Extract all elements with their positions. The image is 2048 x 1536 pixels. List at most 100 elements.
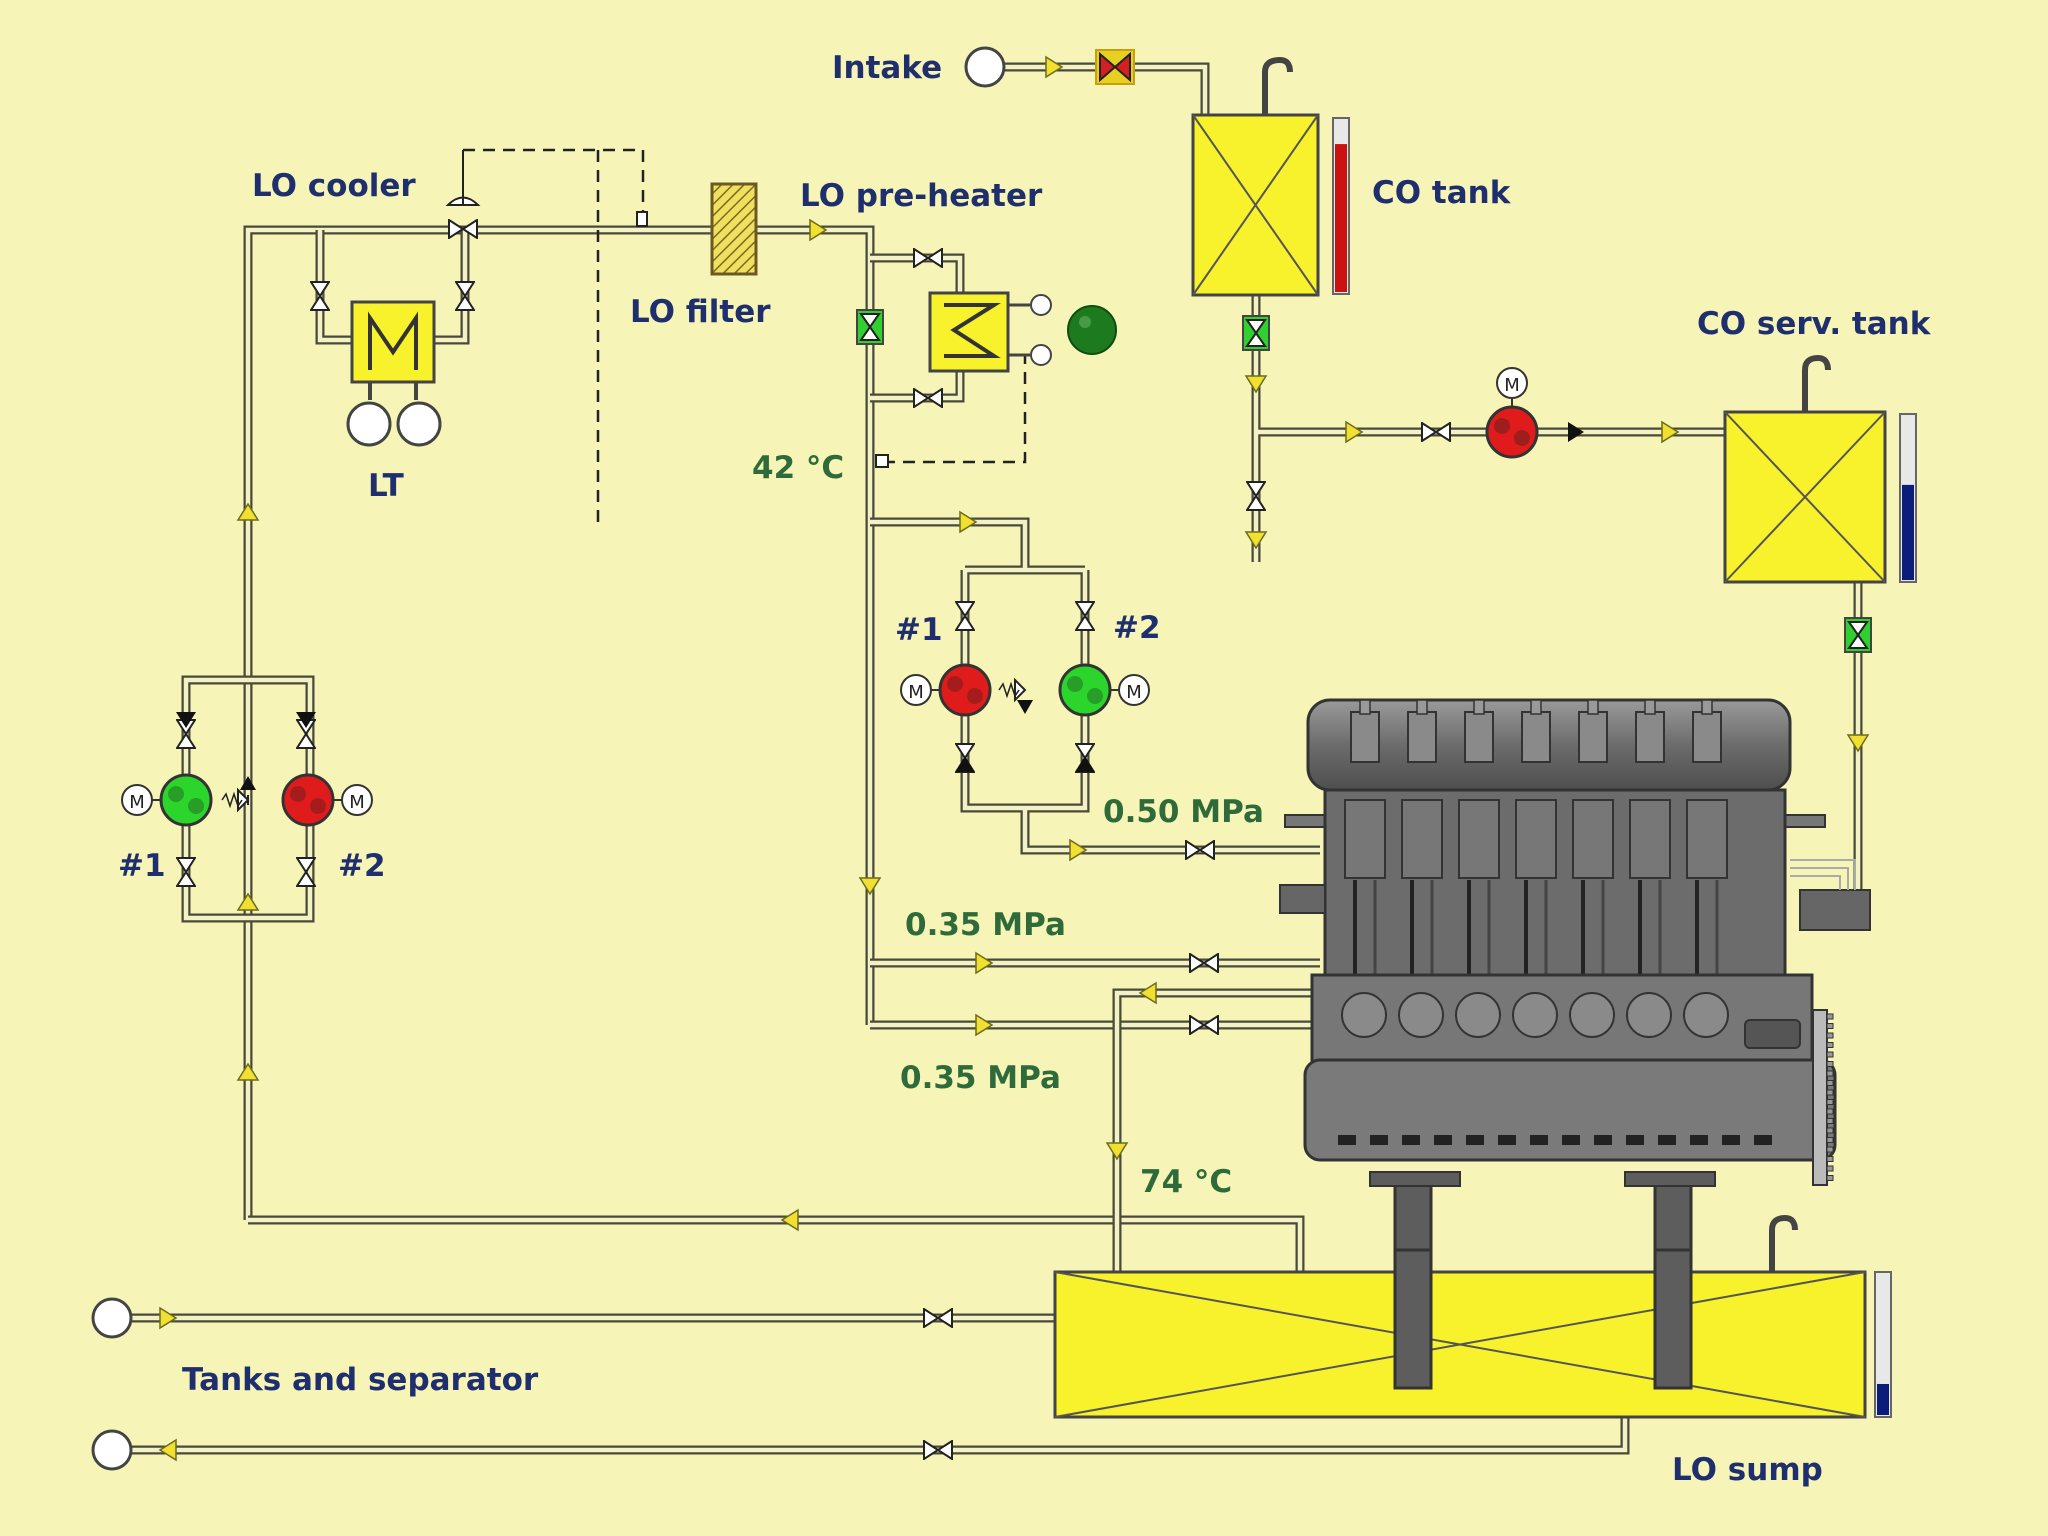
injector: [1587, 699, 1599, 715]
tanks-and-separator-label: Tanks and separator: [182, 1362, 539, 1398]
co-serv-tank-level-fill: [1902, 484, 1914, 580]
mid-pump1-label: #1: [895, 612, 943, 648]
co-pump-motor-icon: [1496, 367, 1528, 399]
bedplate-port: [1370, 1135, 1388, 1145]
bedplate-port: [1562, 1135, 1580, 1145]
return-temp-reading: 74 °C: [1140, 1164, 1232, 1200]
co-transfer-valve-1: [1421, 422, 1451, 442]
bedplate-port: [1690, 1135, 1708, 1145]
flywheel-tooth: [1826, 1080, 1834, 1086]
bedplate-port: [1722, 1135, 1740, 1145]
cylinder-head: [1578, 711, 1608, 763]
lo-sump-label: LO sump: [1672, 1452, 1823, 1488]
flywheel-tooth: [1826, 1175, 1834, 1181]
bedplate-port: [1466, 1135, 1484, 1145]
crankcase-door: [1455, 992, 1501, 1038]
mid-relief-valve: [998, 677, 1033, 714]
co-serv-tank-label: CO serv. tank: [1697, 306, 1932, 342]
left-pump-1[interactable]: M: [121, 773, 213, 827]
bedplate-port: [1658, 1135, 1676, 1145]
mid-pump-1[interactable]: M: [900, 663, 992, 717]
lt-outlet-connector: [396, 401, 442, 447]
lo-pre-heater-label: LO pre-heater: [800, 178, 1043, 214]
crankcase-door: [1683, 992, 1729, 1038]
mid-pump1-motor-icon: [900, 674, 932, 706]
cylinder-liner: [1401, 799, 1443, 879]
lo-filter[interactable]: [710, 182, 758, 276]
check-valves: [176, 422, 1584, 772]
svg-text:M: M: [1504, 375, 1520, 396]
lo-cooler[interactable]: [346, 300, 442, 447]
left-pump1-motor-icon: [121, 784, 153, 816]
cylinder-liner: [1572, 799, 1614, 879]
preheater-status-lamp-icon: [1067, 305, 1117, 355]
lo-cooler-label: LO cooler: [252, 168, 416, 204]
crankcase-door: [1626, 992, 1672, 1038]
crankcase-door: [1398, 992, 1444, 1038]
lo-sump-level-fill: [1877, 1383, 1889, 1415]
co-tank-label: CO tank: [1372, 175, 1512, 211]
cooler-outlet-valve: [455, 281, 475, 311]
mid-pump-2[interactable]: M: [1058, 663, 1150, 717]
engine-feed-valve-lower: [1189, 1015, 1219, 1035]
mid-pump2-motor-icon: [1118, 674, 1150, 706]
pressure-reading-middle: 0.35 MPa: [905, 907, 1066, 943]
flywheel-tooth: [1826, 1051, 1834, 1058]
left-pump2-label: #2: [338, 848, 386, 884]
pressure-reading-lower: 0.35 MPa: [900, 1060, 1061, 1096]
separator-supply-valve: [923, 1308, 953, 1328]
cylinder-head: [1407, 711, 1437, 763]
preheater-bypass-valve: [856, 309, 884, 345]
flywheel-tooth: [1826, 1042, 1834, 1048]
preheater-coil-icon: [944, 303, 1001, 358]
pressure-reading-upper: 0.50 MPa: [1103, 794, 1264, 830]
left-pump1-label: #1: [118, 848, 166, 884]
temp-sensor-cooler: [636, 211, 648, 227]
injector: [1473, 699, 1485, 715]
cooler-control-valve-actuator: [445, 150, 481, 206]
cylinder-liner: [1458, 799, 1500, 879]
intake-connector: [964, 46, 1006, 88]
co-transfer-pump[interactable]: M: [1485, 367, 1539, 459]
mid-pump2-suction-valve: [1075, 601, 1095, 631]
injector: [1644, 699, 1656, 715]
valves[interactable]: [176, 49, 1872, 1460]
separator-return-connector: [91, 1429, 133, 1471]
cylinder-liner: [1629, 799, 1671, 879]
left-pump1-discharge-valve: [176, 857, 196, 887]
injector: [1530, 699, 1542, 715]
flywheel-tooth: [1826, 1099, 1834, 1105]
co-tank-group: [964, 46, 1350, 297]
engine-feed-valve-middle: [1189, 953, 1219, 973]
intake-shutoff-valve: [1095, 49, 1135, 85]
bedplate-port: [1754, 1135, 1772, 1145]
cylinder-head: [1464, 711, 1494, 763]
cylinder-head: [1350, 711, 1380, 763]
bedplate-port: [1594, 1135, 1612, 1145]
separator-supply-connector: [91, 1297, 133, 1339]
relief-valves[interactable]: [221, 150, 1033, 813]
engine-flywheel-icon: [1812, 1009, 1828, 1186]
injector: [1416, 699, 1428, 715]
flywheel-tooth: [1826, 1118, 1834, 1124]
flywheel-tooth: [1826, 1061, 1834, 1067]
separator-return-valve: [923, 1440, 953, 1460]
crankcase-door: [1569, 992, 1615, 1038]
lo-pre-heater[interactable]: [928, 291, 1117, 373]
cylinder-liner: [1686, 799, 1728, 879]
left-relief-valve: [221, 776, 256, 813]
co-serv-tank-outlet-valve: [1844, 617, 1872, 653]
co-tank-outlet-valve: [1242, 315, 1270, 351]
control-signal-lines: [463, 148, 1027, 530]
engine-feed-valve-upper: [1185, 840, 1215, 860]
cooler-inlet-valve: [310, 281, 330, 311]
bedplate-port: [1434, 1135, 1452, 1145]
flywheel-tooth: [1826, 1032, 1834, 1039]
co-tank-level-fill: [1335, 144, 1347, 292]
left-pump-2[interactable]: M: [281, 773, 373, 827]
temp-sensor-preheater: [875, 454, 889, 468]
co-serv-tank-vent-icon: [1802, 354, 1831, 412]
mid-pump2-label: #2: [1113, 610, 1161, 646]
lo-sump-vent-icon: [1769, 1214, 1798, 1272]
